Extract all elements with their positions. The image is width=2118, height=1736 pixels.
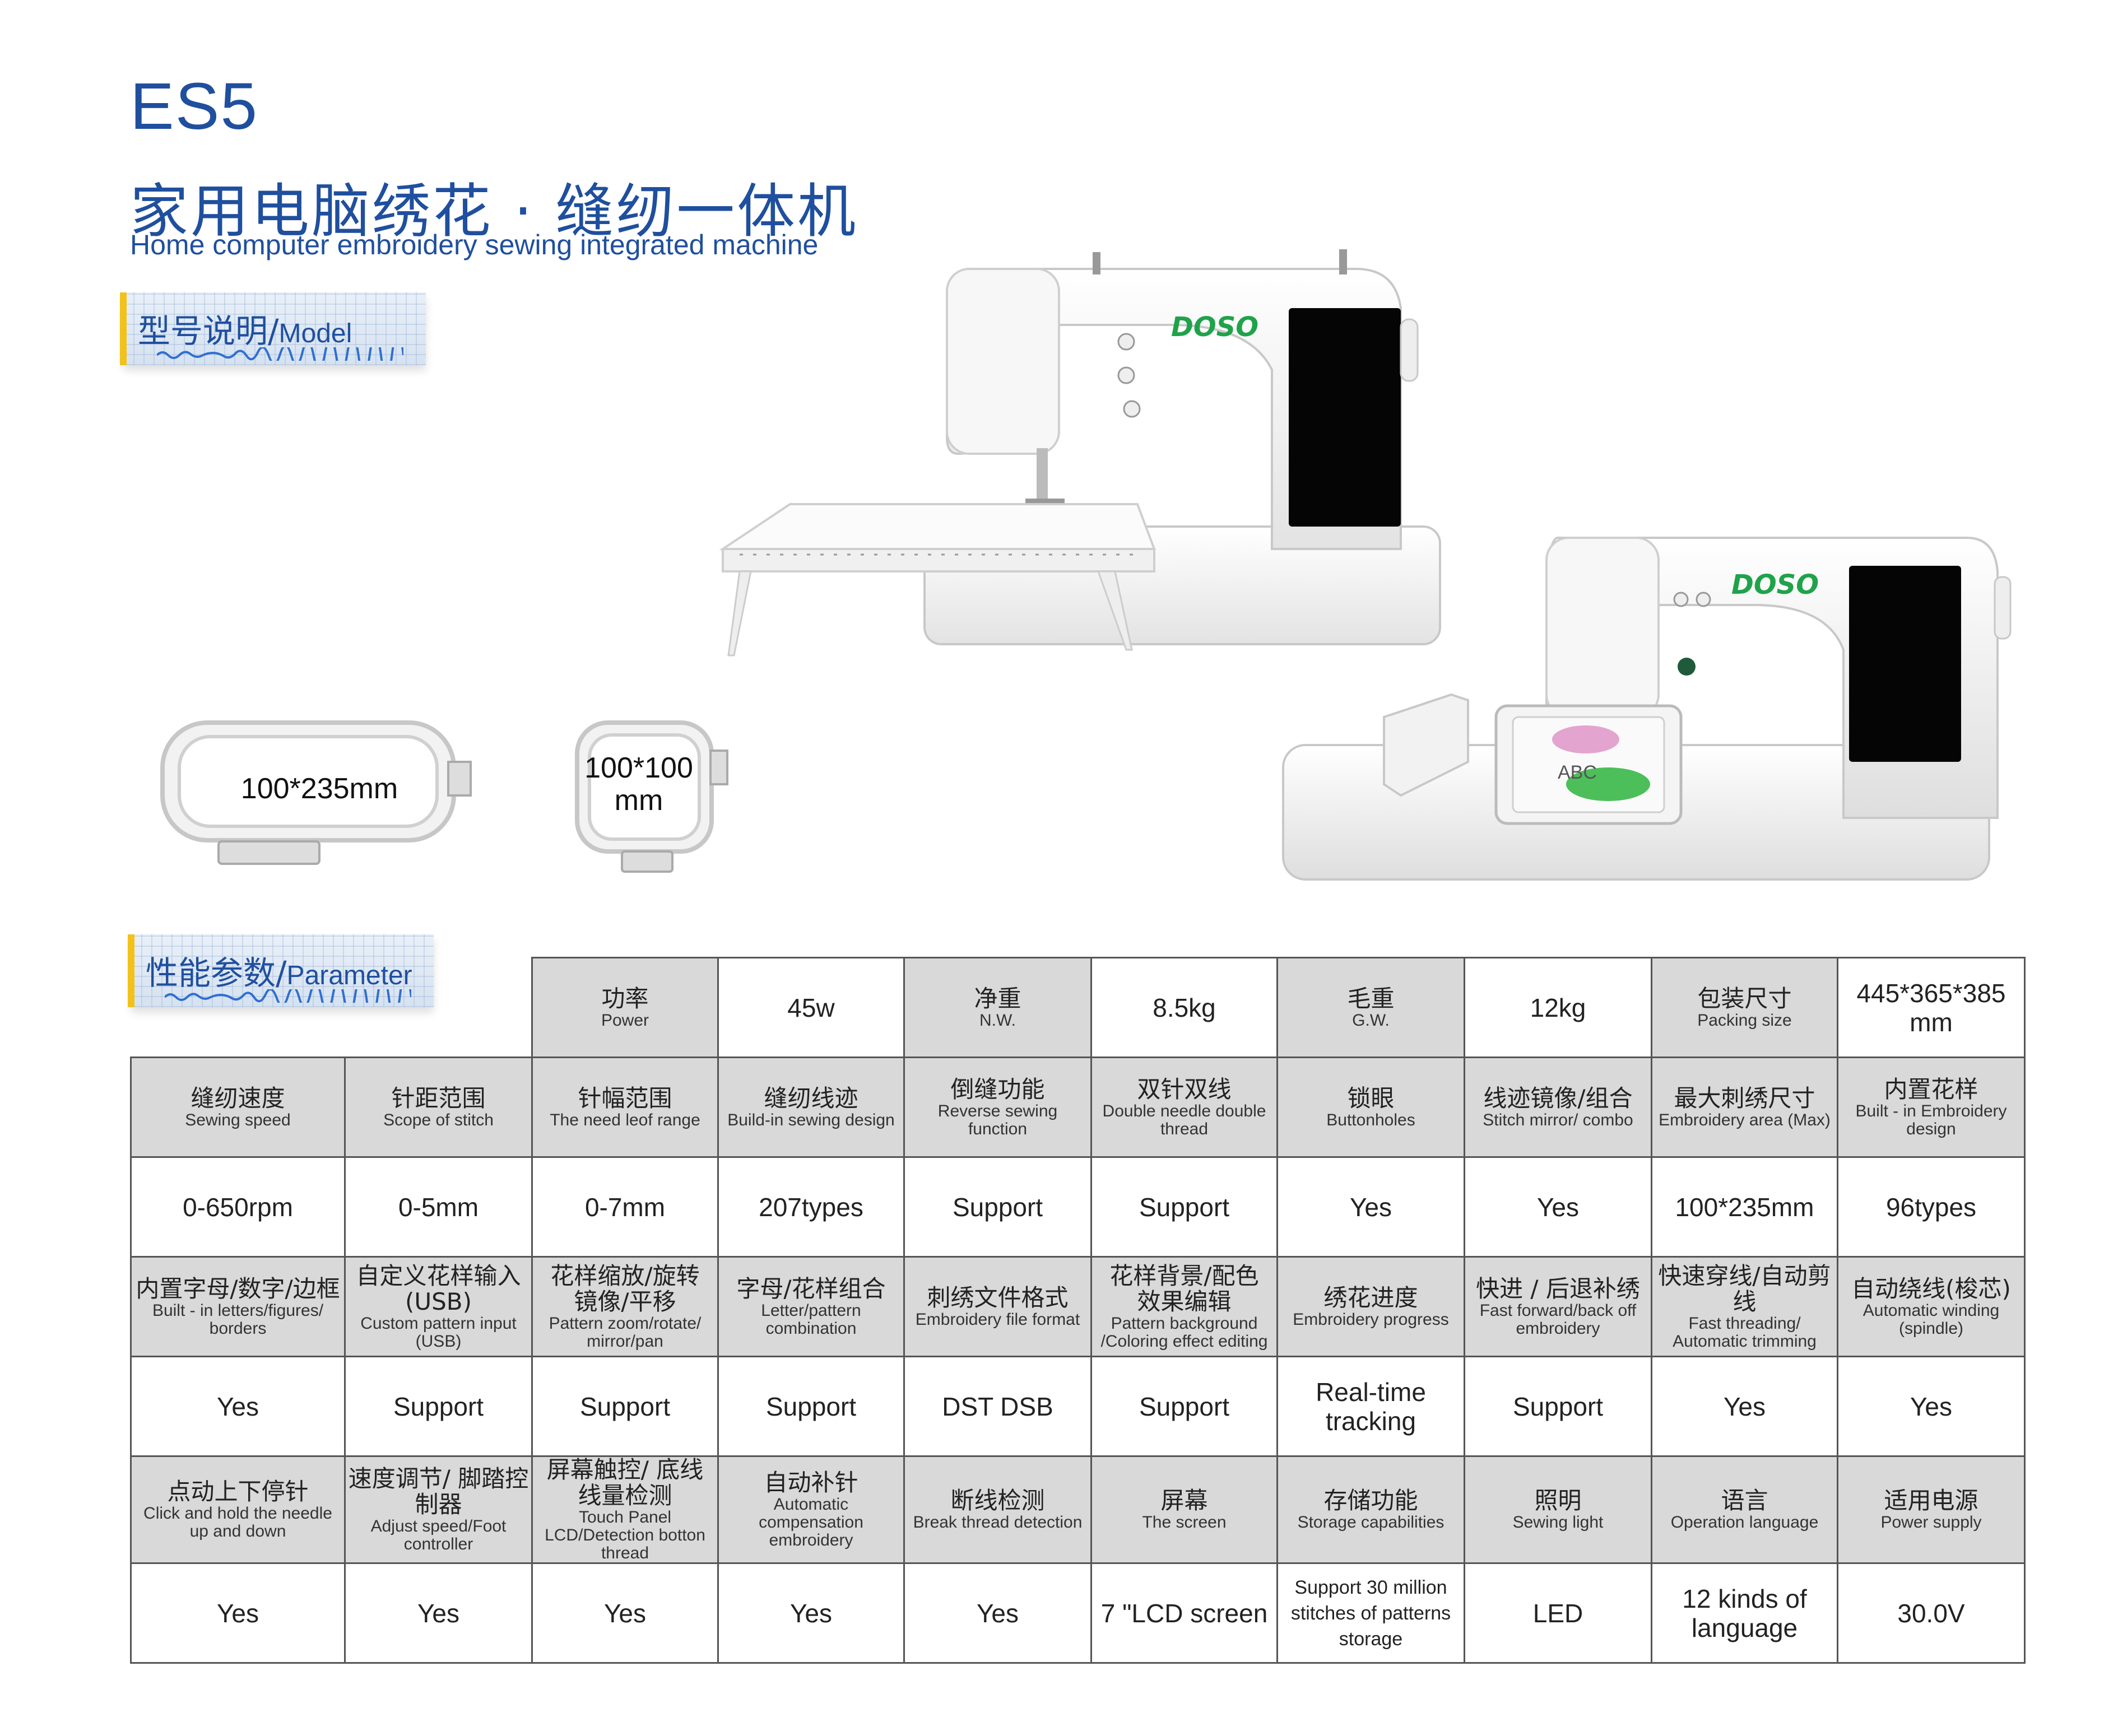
value-cell: Yes [130, 1562, 346, 1664]
value-cell: Yes [717, 1562, 905, 1664]
table-row-values: Yes Support Support Support DST DSB Supp… [130, 1356, 2026, 1457]
brand-logo-2: DOSO [1731, 569, 1819, 601]
embroidery-machine-image: DOSO ABC [1282, 537, 2012, 881]
value-cell: Yes [344, 1562, 533, 1664]
value-cell: LED [1464, 1562, 1652, 1664]
sewing-machine-image: DOSO [719, 249, 1441, 657]
value-cell: DST DSB [903, 1356, 1092, 1457]
hoop-100x235-image [160, 720, 472, 865]
model-name: ES5 [130, 69, 259, 143]
table-row-values: Yes Yes Yes Yes Yes 7 "LCD screen Suppor… [130, 1562, 2026, 1664]
value-cell: 0-7mm [531, 1156, 719, 1258]
value-cell: Support [1464, 1356, 1652, 1457]
section-parameter-en: Parameter [286, 961, 412, 990]
product-title-en: Home computer embroidery sewing integrat… [130, 229, 819, 260]
value-cell: Yes [130, 1356, 346, 1457]
value-cell: 207types [717, 1156, 905, 1258]
section-parameter-cn: 性能参数/ [146, 954, 287, 992]
hoop-label-large: 100*235mm [240, 772, 398, 805]
value-cell: Support [903, 1156, 1092, 1258]
value-cell: 0-650rpm [130, 1156, 346, 1258]
section-model-en: Model [278, 319, 352, 348]
value-cell: 12 kinds of language [1651, 1562, 1838, 1664]
wave-decoration-icon [165, 989, 411, 1003]
value-cell: 96types [1837, 1156, 2026, 1258]
value-cell: Support [531, 1356, 719, 1457]
wave-decoration-icon [157, 347, 403, 361]
value-cell: 100*235mm [1651, 1156, 1838, 1258]
value-cell: Yes [1464, 1156, 1652, 1258]
hoop-100x100-image [575, 720, 728, 873]
value-cell: 0-5mm [344, 1156, 533, 1258]
header-cell: 自动绕线(梭芯)Automatic winding (spindle) [1837, 1256, 2026, 1357]
value-cell: 30.0V [1837, 1562, 2026, 1664]
svg-text:ABC: ABC [1558, 762, 1597, 783]
brand-logo: DOSO [1171, 311, 1258, 343]
value-cell: Support [717, 1356, 905, 1457]
value-cell: Yes [1651, 1356, 1838, 1457]
value-cell: Yes [903, 1562, 1092, 1664]
value-cell: Support [1090, 1356, 1278, 1457]
section-model-cn: 型号说明/ [138, 312, 279, 350]
table-row-values: 0-650rpm 0-5mm 0-7mm 207types Support Su… [130, 1156, 2026, 1258]
value-cell: Yes [531, 1562, 719, 1664]
value-cell: Support 30 million stitches of patterns … [1276, 1562, 1465, 1664]
value-cell: Real-time tracking [1276, 1356, 1465, 1457]
value-cell: Yes [1276, 1156, 1465, 1258]
value-cell: 8.5kg [1090, 957, 1278, 1058]
header-cell: 自定义花样输入 (USB)Custom pattern input (USB) [344, 1256, 533, 1357]
value-cell: Support [1090, 1156, 1278, 1258]
section-tag-model: 型号说明/Model [120, 292, 426, 365]
value-cell: 7 "LCD screen [1090, 1562, 1278, 1664]
section-tag-parameter: 性能参数/Parameter [128, 934, 434, 1007]
product-title-cn: 家用电脑绣花 · 缝纫一体机 [130, 177, 858, 245]
hoop-label-small: 100*100 mm [584, 752, 693, 817]
value-cell: 12kg [1464, 957, 1652, 1058]
value-cell: 445*365*385 mm [1837, 957, 2026, 1058]
value-cell: Support [344, 1356, 533, 1457]
value-cell: 45w [717, 957, 905, 1058]
value-cell: Yes [1837, 1356, 2026, 1457]
